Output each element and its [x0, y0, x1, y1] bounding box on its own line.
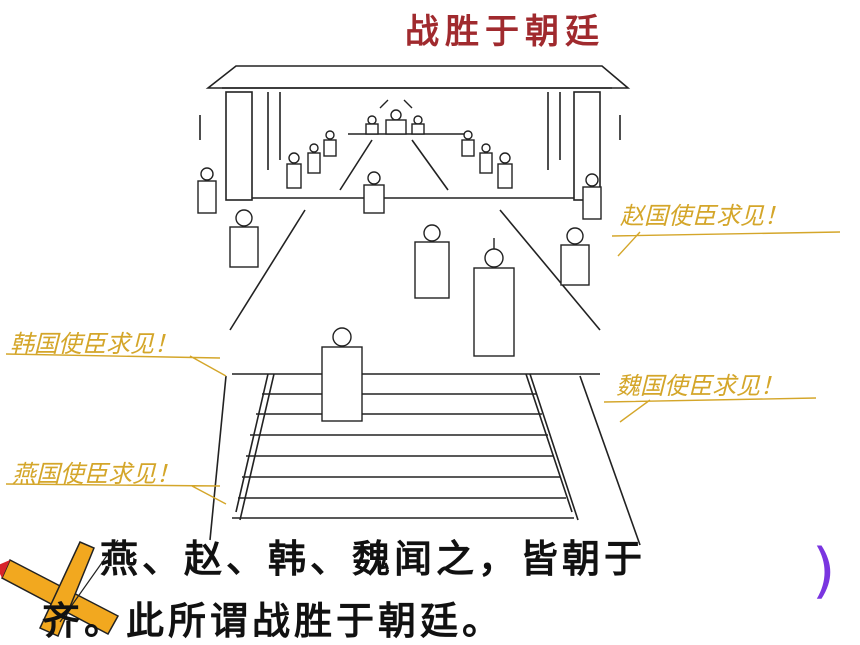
guard-figure [197, 167, 217, 214]
bracket-decoration: ) [812, 536, 836, 606]
speech-wei: 魏国使臣求见！ [616, 372, 784, 400]
speech-zhao: 赵国使臣求见！ [620, 202, 788, 230]
courtier-figure [307, 143, 321, 174]
king-figure [379, 99, 413, 135]
hall-floor [229, 209, 601, 375]
caption-line-1: 燕、赵、韩、魏闻之，皆朝于 [100, 536, 647, 581]
guard-figure [582, 173, 602, 220]
courtier-figure [461, 130, 475, 157]
court-figures [197, 99, 602, 422]
courtier-figure [365, 115, 379, 135]
palace-stairs [209, 373, 641, 546]
speech-tails [5, 231, 841, 505]
courtier-figure [323, 130, 337, 157]
courtier-figure [411, 115, 425, 135]
page-title: 战胜于朝廷 [405, 12, 605, 52]
envoy-figure [363, 171, 385, 214]
courtier-figure [479, 143, 493, 174]
palace-hall [199, 65, 631, 201]
guard-figure [560, 227, 590, 286]
pencil-icon [0, 539, 120, 637]
speech-han: 韩国使臣求见！ [10, 330, 178, 358]
speech-yan: 燕国使臣求见！ [12, 460, 180, 488]
envoy-figure [414, 224, 450, 299]
courtier-figure [286, 152, 302, 189]
envoy-figure [473, 238, 515, 357]
guard-figure [229, 209, 259, 268]
courtier-figure [497, 152, 513, 189]
envoy-figure [321, 327, 363, 422]
caption-line-2: 齐。此所谓战胜于朝廷。 [42, 598, 505, 643]
